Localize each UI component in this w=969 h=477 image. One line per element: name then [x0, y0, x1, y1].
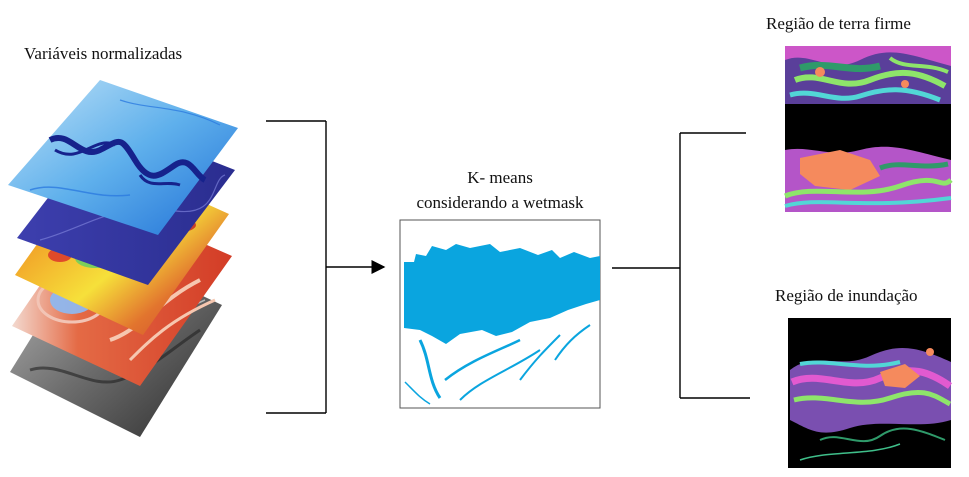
layer-stack	[8, 80, 238, 437]
wetmask-water-body	[404, 244, 600, 344]
kmeans-title-line1: K- means	[467, 168, 533, 187]
wetmask-map	[399, 219, 601, 409]
terra-firme-map	[784, 46, 953, 212]
terra-firme-label: Região de terra firme	[766, 14, 911, 33]
output-bracket	[612, 132, 750, 399]
input-variables-label: Variáveis normalizadas	[24, 44, 183, 63]
inundacao-map	[788, 318, 953, 468]
inundacao-label: Região de inundação	[775, 286, 918, 305]
kmeans-title-line2: considerando a wetmask	[416, 193, 584, 212]
layer-elevation	[8, 80, 238, 235]
input-bracket	[266, 120, 327, 414]
